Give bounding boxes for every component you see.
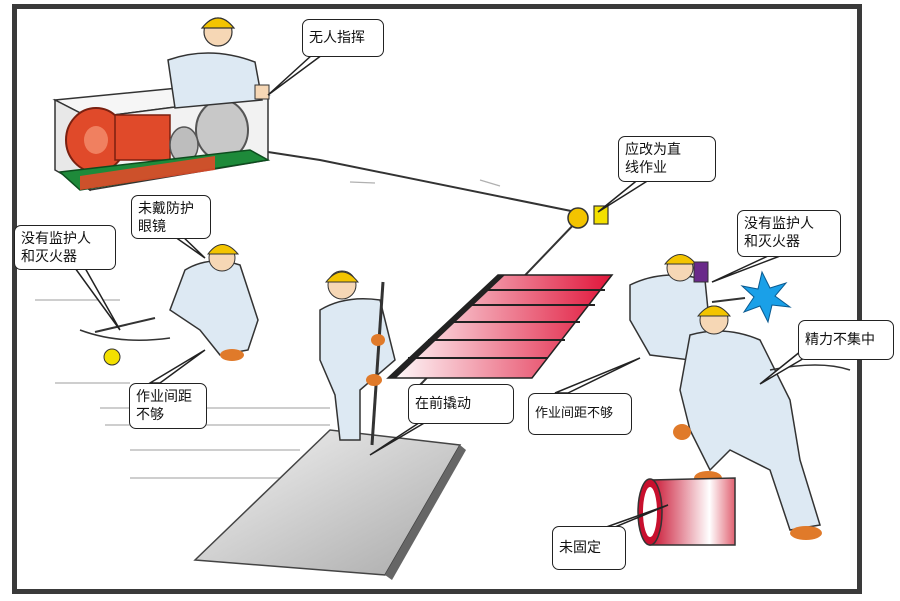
worker-squatting [79,244,259,366]
worker-winch [167,17,270,109]
worker-kneeling [673,305,851,540]
callout-straight-line: 应改为直 线作业 [618,136,716,182]
callout-no-commander: 无人指挥 [302,19,384,57]
steel-plate [193,429,466,580]
callout-lack-focus: 精力不集中 [798,320,894,360]
callout-not-fixed: 未固定 [552,526,626,570]
callout-no-guard-left: 没有监护人 和灭火器 [14,225,116,270]
callout-no-goggles: 未戴防护 眼镜 [131,195,211,239]
callout-spacing-left: 作业间距 不够 [129,383,207,429]
callout-pry-front: 在前撬动 [408,384,514,424]
callout-no-guard-right: 没有监护人 和灭火器 [737,210,841,257]
ladder-ramp [386,274,614,379]
winch-cable [267,151,577,213]
callout-spacing-right: 作业间距不够 [528,393,632,435]
pulley-block [567,205,609,229]
worker-prying [319,270,396,446]
weld-spark [740,270,792,324]
